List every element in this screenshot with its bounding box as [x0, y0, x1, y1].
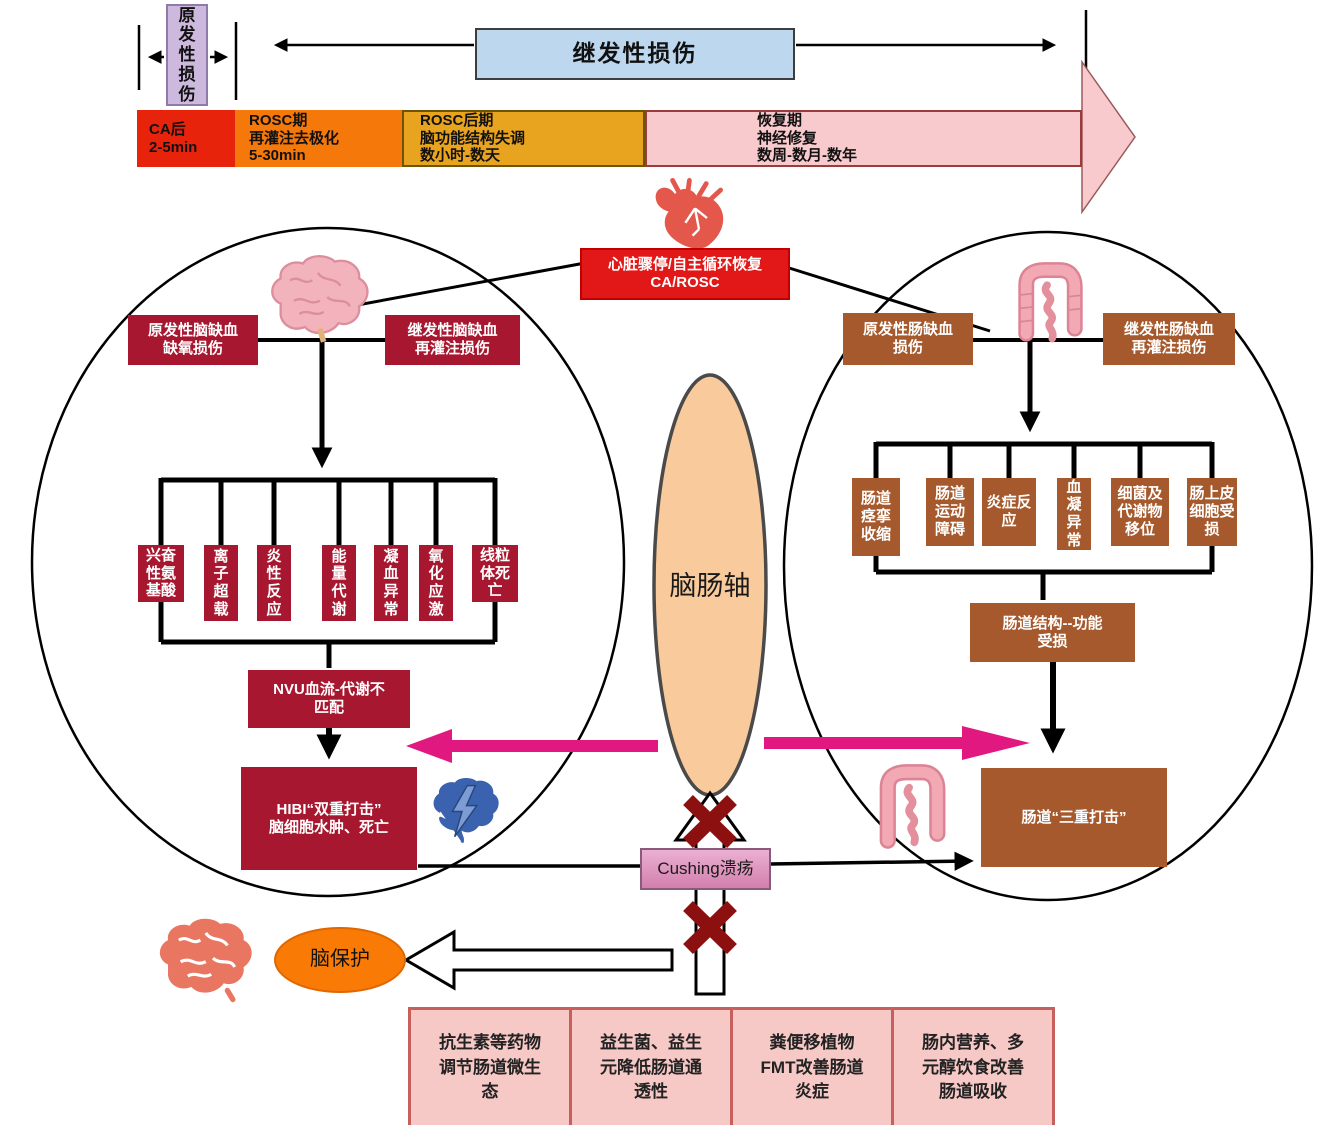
phase-post-rosc: ROSC后期 脑功能结构失调 数小时-数天	[402, 110, 645, 167]
x-mark-icon	[683, 900, 737, 955]
intestine-icon-2	[879, 764, 946, 849]
x-mark-icon	[683, 794, 737, 849]
brain-mechanism-oxidative-stress: 氧 化 应 激	[419, 545, 453, 621]
nvu-mismatch-box: NVU血流-代谢不 匹配	[248, 670, 410, 728]
brain-icon	[271, 255, 369, 343]
secondary-injury-label: 继发性损伤	[475, 28, 795, 80]
gut-triple-hit-box: 肠道“三重打击”	[981, 768, 1167, 867]
brain-mechanism-excitatory-amino-acids: 兴奋 性氨 基酸	[138, 545, 184, 602]
primary-injury-label: 原 发 性 损 伤	[166, 4, 208, 106]
hibi-double-hit-box: HIBI“双重打击” 脑细胞水肿、死亡	[241, 767, 417, 870]
brain-mechanism-energy-metabolism: 能 量 代 谢	[322, 545, 356, 621]
treatment-probiotics: 益生菌、益生 元降低肠道通 透性	[572, 1010, 733, 1125]
treatment-nutrition: 肠内营养、多 元醇饮食改善 肠道吸收	[922, 1033, 1024, 1102]
heart-icon	[655, 178, 724, 249]
coral-brain-icon	[159, 918, 252, 1003]
brain-mechanism-inflammation: 炎 性 反 应	[257, 545, 291, 621]
phase-recovery: 恢复期 神经修复 数周-数月-数年	[645, 110, 1082, 167]
ca-rosc-box: 心脏骤停/自主循环恢复 CA/ROSC	[580, 248, 790, 300]
gut-mechanism-coagulation: 血 凝 异 常	[1057, 478, 1091, 550]
gut-primary-injury-box: 原发性肠缺血 损伤	[843, 313, 973, 365]
treatment-antibiotics: 抗生素等药物 调节肠道微生 态	[411, 1010, 572, 1125]
brain-mechanism-mitochondrial-death: 线粒 体死 亡	[472, 545, 518, 602]
cushing-ulcer-box: Cushing溃疡	[640, 848, 771, 890]
treatment-table: 抗生素等药物 调节肠道微生 态 益生菌、益生 元降低肠道通 透性 粪便移植物 F…	[408, 1007, 1055, 1125]
gut-circle	[782, 230, 1314, 902]
brain-mechanism-ion-overload: 离 子 超 载	[204, 545, 238, 621]
protection-arrow	[403, 929, 674, 991]
gut-mechanism-epithelial-damage: 肠上皮 细胞受 损	[1187, 478, 1237, 546]
brain-mechanism-coagulation: 凝 血 异 常	[374, 545, 408, 621]
treatment-fmt: 粪便移植物 FMT改善肠道 炎症	[733, 1010, 894, 1125]
gut-mechanism-bacterial-translocation: 细菌及 代谢物 移位	[1111, 478, 1169, 546]
gut-mechanism-motility-disorder: 肠道 运动 障碍	[926, 478, 974, 546]
brain-primary-injury-box: 原发性脑缺血 缺氧损伤	[128, 315, 258, 365]
brain-circle	[30, 226, 626, 898]
intestine-icon	[1018, 262, 1083, 343]
phase-rosc: ROSC期 再灌注去极化 5-30min	[235, 110, 402, 167]
brain-secondary-injury-box: 继发性脑缺血 再灌注损伤	[385, 315, 520, 365]
blocked-up-arrow	[673, 790, 747, 996]
gut-mechanism-spasm: 肠道 痉挛 收缩	[852, 478, 900, 556]
brain-protection-ellipse: 脑保护	[274, 927, 406, 993]
gut-mechanism-inflammation: 炎症反 应	[982, 478, 1036, 546]
phase-ca: CA后 2-5min	[137, 110, 235, 167]
gut-secondary-injury-box: 继发性肠缺血 再灌注损伤	[1103, 313, 1235, 365]
injured-brain-lightning-icon	[433, 778, 499, 844]
brain-gut-axis-label: 脑肠轴	[669, 571, 751, 602]
recovery-arrowhead	[1081, 59, 1136, 215]
gut-structure-function-box: 肠道结构--功能 受损	[970, 603, 1135, 662]
